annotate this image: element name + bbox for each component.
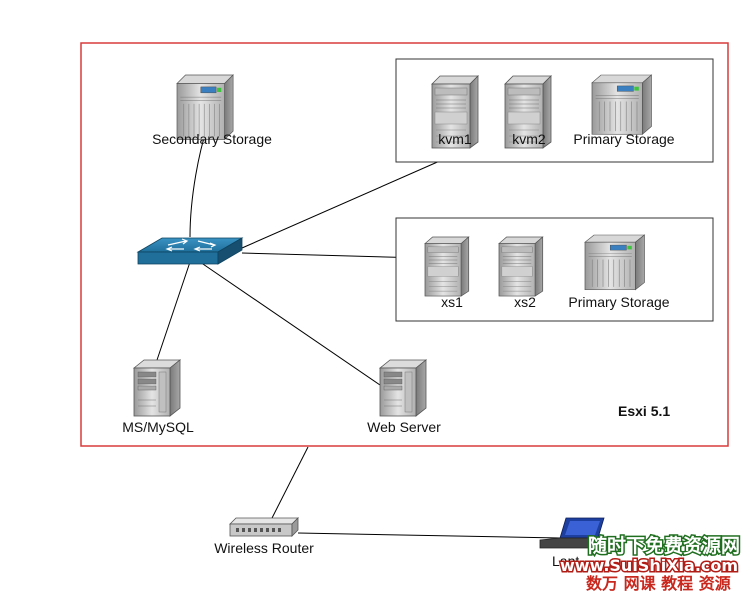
mysql-label: MS/MySQL: [122, 419, 194, 435]
watermark-line1: 随时下免费资源网: [588, 534, 740, 557]
primary-storage-kvm-label: Primary Storage: [573, 131, 674, 147]
link-switch-webserver: [199, 261, 381, 386]
web-server-icon: [379, 359, 427, 417]
kvm2-label: kvm2: [512, 131, 546, 147]
primary-storage-kvm-icon: [591, 74, 652, 135]
esxi-host-boundary: [80, 42, 729, 447]
wireless-router-label: Wireless Router: [214, 540, 314, 556]
xs2-server-icon: [498, 236, 544, 297]
kvm1-label: kvm1: [438, 131, 472, 147]
xs1-server-icon: [424, 236, 470, 297]
link-router-laptop: [297, 532, 561, 539]
wireless-router-icon: [229, 517, 299, 537]
mysql-server-icon: [133, 359, 181, 417]
web-server-label: Web Server: [367, 419, 441, 435]
xs2-label: xs2: [514, 294, 536, 310]
watermark-logo: 随时下免费资源网 www.SuiShiXia.com 数万 网课 教程 资源: [559, 533, 742, 593]
watermark-line3: 数万 网课 教程 资源: [586, 574, 731, 593]
secondary-storage-label: Secondary Storage: [152, 131, 272, 147]
network-switch-icon: [136, 237, 244, 265]
laptop-label: Lapt: [552, 553, 579, 569]
link-esxi-router: [269, 446, 309, 523]
connection-lines: [156, 112, 561, 539]
watermark-url: www.SuiShiXia.com: [560, 556, 738, 575]
xs1-label: xs1: [441, 294, 463, 310]
esxi-version-label: Esxi 5.1: [618, 403, 670, 419]
primary-storage-xs-label: Primary Storage: [568, 294, 669, 310]
link-switch-xs-group: [241, 252, 424, 259]
link-switch-kvm-group: [241, 159, 443, 249]
primary-storage-xs-icon: [584, 234, 645, 291]
laptop-icon: [539, 517, 605, 549]
secondary-storage-icon: [176, 74, 234, 141]
link-switch-mysql: [156, 261, 191, 361]
